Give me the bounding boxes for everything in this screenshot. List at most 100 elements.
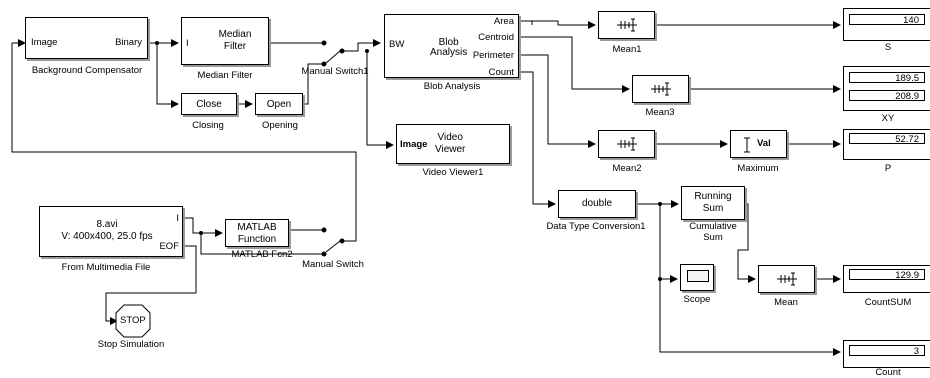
mean-icon — [650, 82, 671, 96]
opening-block[interactable]: Open — [255, 93, 303, 115]
matlab-function-block[interactable]: MATLAB Function — [225, 219, 289, 247]
median-in-port: I — [186, 38, 189, 49]
mean3-block[interactable] — [632, 75, 689, 103]
mean-icon — [616, 137, 637, 151]
maximum-block[interactable]: Val — [730, 130, 787, 158]
running-sum-line2: Sum — [702, 203, 724, 214]
junction-dot — [199, 231, 203, 235]
display-xy-value2: 208.9 — [849, 90, 925, 102]
wire-switch1-to-blob — [350, 39, 381, 52]
wire-centroid-to-mean3 — [519, 36, 630, 93]
count-out-port: Count — [488, 67, 514, 78]
blob-analysis-caption: Blob Analysis — [423, 81, 481, 92]
closing-caption: Closing — [192, 120, 224, 131]
display-p-caption: P — [884, 163, 892, 174]
mean3-caption: Mean3 — [645, 107, 675, 118]
wire-file-bypass — [200, 233, 315, 255]
wire-runsum-to-mean — [737, 203, 756, 283]
wire-binary-to-closing — [156, 43, 179, 108]
matlab-line1: MATLAB — [237, 222, 277, 233]
video-viewer-block[interactable]: Image Video Viewer — [396, 124, 510, 164]
display-count-caption: Count — [875, 367, 901, 378]
manual-switch-caption: Manual Switch — [302, 259, 364, 270]
background-compensator-block[interactable]: Image Binary — [25, 17, 148, 59]
junction-dot — [155, 41, 159, 45]
median-line1: Median — [218, 29, 252, 40]
wire-switch1-to-viewer — [366, 51, 394, 149]
viewer-line1: Video — [437, 132, 463, 143]
display-countsum-block[interactable]: 129.9 — [843, 265, 930, 293]
multimedia-eof-port: EOF — [159, 241, 179, 252]
wire-switch-feedback — [11, 39, 357, 242]
blob-line1: Blob — [438, 37, 459, 48]
mean-block[interactable] — [758, 265, 815, 293]
multimedia-body: 8.avi V: 400x400, 25.0 fps — [40, 219, 174, 243]
display-s-block[interactable]: 140 — [843, 8, 930, 41]
matlab-body: MATLAB Function — [226, 222, 288, 246]
display-s-value: 140 — [849, 14, 925, 26]
mean2-block[interactable] — [598, 130, 655, 158]
manual-switch-symbol — [315, 227, 350, 257]
mean-icon — [776, 272, 797, 286]
scope-caption: Scope — [683, 294, 711, 305]
data-type-conversion-caption: Data Type Conversion1 — [546, 221, 646, 232]
video-viewer-caption: Video Viewer1 — [422, 167, 484, 178]
mean1-caption: Mean1 — [612, 44, 642, 55]
display-xy-block[interactable]: 189.5 208.9 — [843, 66, 930, 111]
opening-body: Open — [266, 99, 292, 110]
display-countsum-value: 129.9 — [849, 269, 925, 281]
maximum-val-label: Val — [757, 138, 771, 149]
multimedia-line1: 8.avi — [96, 219, 118, 230]
wire-eof-to-stop — [105, 245, 197, 325]
multimedia-file-caption: From Multimedia File — [61, 262, 151, 273]
wire-count-to-dtc — [519, 71, 556, 208]
display-p-value: 52.72 — [849, 133, 925, 145]
junction-dot — [658, 202, 662, 206]
image-in-port: Image — [31, 37, 58, 48]
running-sum-line1: Running — [694, 191, 732, 202]
matlab-fcn-caption: MATLAB Fcn2 — [231, 249, 293, 260]
wire-area-to-mean1 — [519, 20, 596, 29]
perimeter-out-port: Perimeter — [472, 50, 514, 61]
running-sum-body: Running Sum — [682, 191, 744, 215]
scope-screen-icon — [687, 270, 709, 282]
closing-block[interactable]: Close — [181, 93, 237, 115]
display-xy-value1: 189.5 — [849, 72, 925, 84]
maximum-caption: Maximum — [737, 163, 779, 174]
blob-analysis-block[interactable]: BW Blob Analysis Area Centroid Perimeter… — [384, 14, 519, 78]
stop-text: STOP — [120, 315, 146, 326]
display-count-value: 3 — [849, 345, 925, 357]
wire-dtc-to-scope — [659, 204, 678, 283]
opening-caption: Opening — [262, 120, 298, 131]
data-type-conversion-block[interactable]: double — [558, 190, 636, 218]
multimedia-line2: V: 400x400, 25.0 fps — [61, 231, 153, 242]
manual-switch1-caption: Manual Switch1 — [301, 66, 369, 77]
mean-icon — [616, 18, 637, 32]
stop-simulation-caption: Stop Simulation — [97, 339, 165, 350]
mean1-block[interactable] — [598, 11, 655, 39]
blob-body: Blob Analysis — [430, 37, 467, 59]
display-xy-caption: XY — [881, 113, 895, 124]
wire-perimeter-to-mean2 — [519, 54, 596, 148]
binary-out-port: Binary — [115, 37, 142, 48]
manual-switch1-symbol — [315, 40, 350, 67]
running-sum-block[interactable]: Running Sum — [681, 186, 745, 220]
junction-dot — [365, 49, 369, 53]
display-count-block[interactable]: 3 — [843, 340, 930, 368]
matlab-line2: Function — [237, 234, 277, 245]
median-filter-block[interactable]: I Median Filter — [181, 17, 269, 65]
closing-body: Close — [196, 99, 222, 110]
area-out-port: Area — [493, 16, 514, 27]
viewer-body: Video Viewer — [435, 132, 465, 156]
cumulative-line1: Cumulative — [689, 221, 737, 232]
stop-octagon — [115, 304, 151, 338]
mean-caption: Mean — [774, 297, 798, 308]
cumulative-sum-caption: Cumulative Sum — [689, 221, 737, 243]
display-p-block[interactable]: 52.72 — [843, 129, 930, 160]
display-s-caption: S — [884, 42, 892, 53]
median-line2: Filter — [223, 41, 247, 52]
background-compensator-caption: Background Compensator — [31, 65, 143, 76]
multimedia-file-block[interactable]: 8.avi V: 400x400, 25.0 fps I EOF — [39, 206, 183, 257]
scope-block[interactable] — [680, 264, 714, 291]
